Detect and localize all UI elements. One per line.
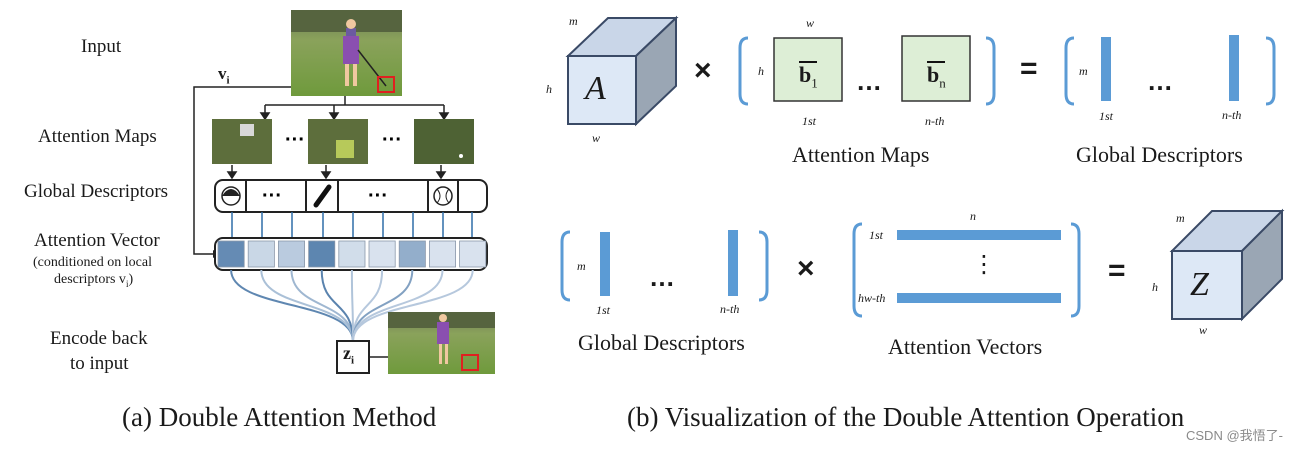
ellipsis-desc-1: ··· bbox=[262, 185, 282, 207]
attention-vector-cell bbox=[368, 240, 396, 268]
cube-a-w-label: w bbox=[592, 131, 601, 145]
ellipsis-maps-2: ··· bbox=[382, 129, 402, 151]
label-global-descriptors: Global Descriptors bbox=[24, 181, 169, 202]
map-b1-label: b1 bbox=[799, 62, 818, 91]
map-h-label: h bbox=[758, 64, 764, 78]
times-operator-1: × bbox=[694, 54, 712, 87]
desc-bar-first-2 bbox=[600, 232, 610, 296]
fan-curve bbox=[290, 269, 354, 342]
fan-curve bbox=[320, 269, 354, 342]
vec-last-label: hw-th bbox=[858, 291, 886, 305]
label-conditioned-1: (conditioned on local bbox=[33, 255, 152, 270]
desc-bar-first-1 bbox=[1101, 37, 1111, 101]
input-photo bbox=[291, 10, 402, 96]
cube-z-h-label: h bbox=[1152, 280, 1158, 294]
label-to-input: to input bbox=[70, 353, 129, 374]
attention-vector-cell bbox=[338, 240, 366, 268]
attention-vector-cell bbox=[247, 240, 275, 268]
attention-vector-cell bbox=[398, 240, 426, 268]
desc-last-label-2: n-th bbox=[720, 302, 740, 316]
label-encode-back: Encode back bbox=[50, 328, 148, 349]
label-b-attention-vectors: Attention Vectors bbox=[888, 334, 1043, 359]
cube-a bbox=[565, 15, 679, 127]
map-first-label: 1st bbox=[802, 114, 817, 128]
cube-a-label: A bbox=[585, 70, 606, 107]
cube-z-m-label: m bbox=[1176, 211, 1185, 225]
fan-curve bbox=[352, 269, 474, 342]
desc-last-label-1: n-th bbox=[1222, 108, 1242, 122]
map-bn-label: bn bbox=[927, 62, 946, 91]
maps-to-desc-arrows bbox=[226, 165, 447, 180]
input-to-maps-arrows bbox=[259, 96, 450, 121]
vector-bar-last bbox=[897, 293, 1061, 303]
label-input: Input bbox=[81, 36, 122, 57]
label-zi: zi bbox=[343, 343, 355, 367]
attention-vector-cell bbox=[277, 240, 305, 268]
label-b-global-descriptors-1: Global Descriptors bbox=[1076, 142, 1243, 167]
cube-a-h-label: h bbox=[546, 82, 552, 96]
cube-z-label: Z bbox=[1190, 266, 1209, 303]
label-vi: vi bbox=[218, 64, 230, 87]
ellipsis-maps-1: ··· bbox=[285, 129, 305, 151]
map-w-label: w bbox=[806, 16, 815, 30]
map-last-label: n-th bbox=[925, 114, 945, 128]
maps-ellipsis: … bbox=[856, 66, 882, 96]
desc-ellipsis-2: … bbox=[649, 262, 675, 292]
attention-map-thumbnails bbox=[212, 119, 474, 164]
attention-vector-cell bbox=[217, 240, 245, 268]
global-descriptor-row bbox=[214, 179, 488, 213]
caption-b: (b) Visualization of the Double Attentio… bbox=[627, 402, 1185, 432]
desc-to-vector-lines bbox=[231, 212, 473, 238]
vec-n-label: n bbox=[970, 209, 976, 223]
attention-vector-cell bbox=[459, 240, 487, 268]
label-b-attention-maps: Attention Maps bbox=[792, 142, 930, 167]
watermark: CSDN @我悟了- bbox=[1186, 428, 1283, 443]
desc-bracket-2 bbox=[560, 230, 769, 302]
vec-vdots: ⋮ bbox=[972, 251, 996, 278]
face-icon bbox=[221, 186, 241, 206]
desc-bar-last-2 bbox=[728, 230, 738, 296]
desc-m-label-2: m bbox=[577, 259, 586, 273]
attention-vector-cell bbox=[428, 240, 456, 268]
cube-a-m-label: m bbox=[569, 14, 578, 28]
maps-bracket bbox=[738, 36, 996, 106]
equals-operator-1: = bbox=[1020, 52, 1038, 85]
label-attention-maps: Attention Maps bbox=[38, 126, 157, 147]
attention-vector-cell bbox=[308, 240, 336, 268]
zi-box bbox=[336, 340, 370, 374]
attention-vector-row bbox=[214, 237, 488, 271]
fan-curve bbox=[260, 269, 354, 342]
vector-to-zi-curves bbox=[230, 269, 474, 342]
output-photo bbox=[388, 312, 495, 374]
vec-first-label: 1st bbox=[869, 228, 884, 242]
ellipsis-desc-2: ··· bbox=[368, 185, 388, 207]
caption-a: (a) Double Attention Method bbox=[122, 402, 437, 432]
ball-icon bbox=[433, 186, 453, 206]
vectors-bracket bbox=[852, 222, 1081, 318]
label-attention-vector: Attention Vector bbox=[34, 230, 160, 251]
desc-first-label-2: 1st bbox=[596, 303, 611, 317]
fan-curve bbox=[230, 269, 354, 342]
vector-bar-first bbox=[897, 230, 1061, 240]
golf-club-icon bbox=[313, 184, 332, 208]
equals-operator-2: = bbox=[1108, 254, 1126, 287]
desc-bar-last-1 bbox=[1229, 35, 1239, 101]
label-b-global-descriptors-2: Global Descriptors bbox=[578, 330, 745, 355]
desc-ellipsis-1: … bbox=[1147, 66, 1173, 96]
desc-bracket-1 bbox=[1064, 36, 1276, 106]
cube-z bbox=[1169, 208, 1285, 322]
desc-first-label-1: 1st bbox=[1099, 109, 1114, 123]
vi-feed-line bbox=[193, 86, 291, 255]
desc-m-label-1: m bbox=[1079, 64, 1088, 78]
times-operator-2: × bbox=[797, 252, 815, 285]
cube-z-w-label: w bbox=[1199, 323, 1208, 337]
label-conditioned-2: descriptors vi) bbox=[54, 272, 134, 289]
map-b1 bbox=[773, 37, 843, 102]
map-bn bbox=[901, 35, 971, 102]
